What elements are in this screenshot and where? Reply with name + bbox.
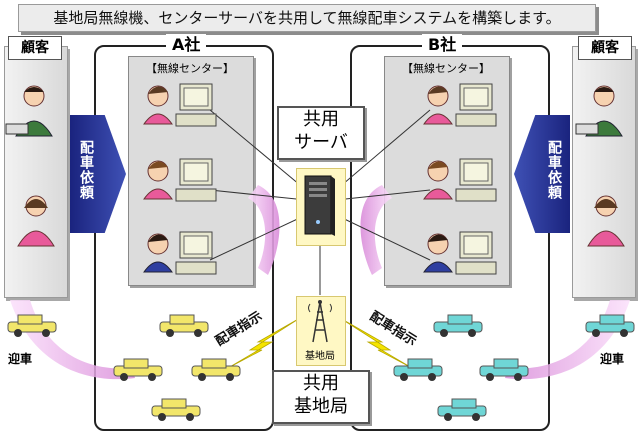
taxi-cyan-3 (479, 358, 529, 381)
operator-a1 (143, 83, 217, 127)
operator-b2 (423, 158, 497, 202)
company-b-label: B社 (422, 34, 463, 56)
shared-server-line1: 共用 (303, 109, 339, 130)
taxi-cyan-pickup-right (585, 314, 635, 337)
radio-center-a-label: 【無線センター】 (146, 62, 234, 75)
server-icon (304, 175, 335, 236)
radio-center-b-label: 【無線センター】 (402, 62, 490, 75)
shared-base-label: 共用 基地局 (272, 370, 370, 424)
taxi-cyan-2 (393, 358, 443, 381)
link-b3 (335, 214, 431, 261)
taxi-yellow-1 (159, 314, 209, 337)
customer-woman-right (587, 195, 625, 247)
shared-base-line1: 共用 (303, 373, 339, 394)
link-a3 (209, 214, 307, 261)
operator-b3 (423, 231, 497, 275)
taxi-yellow-3 (191, 358, 241, 381)
customer-label-left: 顧客 (8, 36, 62, 60)
pink-flow-right-top (360, 185, 392, 275)
shared-server-line2: サーバ (294, 132, 348, 153)
link-b2 (335, 189, 431, 201)
dispatch-request-text-left: 配車依頼 (78, 140, 94, 200)
shared-base-line2: 基地局 (294, 396, 348, 417)
link-b1 (335, 109, 431, 191)
shared-server-label: 共用 サーバ (277, 106, 365, 160)
customer-label-right: 顧客 (578, 36, 632, 60)
taxi-cyan-1 (433, 314, 483, 337)
company-a-label: A社 (166, 34, 207, 56)
customer-man-left (5, 85, 53, 137)
customer-woman-left (17, 195, 55, 247)
customer-man-right (575, 85, 623, 137)
operator-a2 (143, 158, 217, 202)
operator-a3 (143, 231, 217, 275)
link-a2 (209, 189, 307, 201)
operator-b1 (423, 83, 497, 127)
antenna-tower-icon (308, 300, 332, 343)
title-banner: 基地局無線機、センターサーバを共用して無線配車システムを構築します。 (18, 4, 596, 32)
taxi-yellow-2 (113, 358, 163, 381)
taxi-cyan-4 (437, 398, 487, 421)
taxi-yellow-4 (151, 398, 201, 421)
pickup-label-left: 迎車 (8, 352, 33, 366)
dispatch-request-text-right: 配車依頼 (546, 140, 562, 200)
link-a1 (209, 109, 307, 191)
pink-flow-left-top (248, 185, 280, 275)
base-station-small-label: 基地局 (305, 351, 335, 362)
pickup-label-right: 迎車 (600, 352, 625, 366)
taxi-yellow-pickup-left (7, 314, 57, 337)
